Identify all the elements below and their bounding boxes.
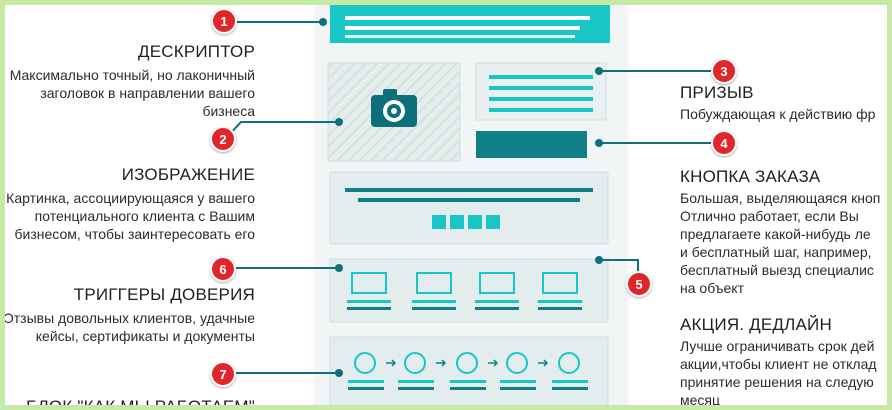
descriptor-text: ДЕСКРИПТОР Максимально точный, но лакони… bbox=[10, 42, 255, 120]
image-line: Картинка, ассоциирующаяся у вашего bbox=[6, 190, 255, 206]
descriptor-heading: ДЕСКРИПТОР bbox=[138, 42, 255, 61]
step-circle bbox=[500, 352, 536, 390]
promo-heading: АКЦИЯ. ДЕДЛАЙН bbox=[680, 315, 832, 334]
badge-7: 7 bbox=[210, 361, 236, 387]
trigger-card bbox=[412, 272, 456, 310]
step-circle bbox=[348, 352, 384, 390]
badge-2: 2 bbox=[210, 126, 236, 152]
how-block bbox=[329, 336, 609, 405]
promo-line: принятие решения на следую bbox=[680, 374, 874, 390]
order-button-text: КНОПКА ЗАКАЗА Большая, выделяющаяся кноп… bbox=[680, 167, 880, 297]
step-circle bbox=[552, 352, 588, 390]
badge-5: 5 bbox=[626, 271, 652, 297]
camera-icon bbox=[371, 89, 417, 127]
badge-3: 3 bbox=[711, 58, 737, 84]
connector-dot bbox=[335, 264, 343, 272]
connector-dot bbox=[319, 18, 327, 26]
header-block bbox=[330, 5, 610, 43]
call-heading: ПРИЗЫВ bbox=[680, 83, 754, 102]
image-line: потенциального клиента с Вашим bbox=[34, 208, 255, 224]
badge-6: 6 bbox=[210, 256, 236, 282]
order-button-line: бесплатный выезд специалис bbox=[680, 262, 874, 278]
promo-line: акции,чтобы клиент не отклад bbox=[680, 356, 877, 372]
promo-line: Лучше ограничивать срок дей bbox=[680, 338, 875, 354]
how-heading: БЛОК "КАК МЫ РАБОТАЕМ" bbox=[26, 397, 255, 410]
image-heading: ИЗОБРАЖЕНИЕ bbox=[121, 165, 255, 184]
promo-text: АКЦИЯ. ДЕДЛАЙН Лучше ограничивать срок д… bbox=[680, 315, 877, 408]
order-button-shape bbox=[476, 131, 587, 158]
badge-4: 4 bbox=[711, 130, 737, 156]
order-button-line: предлагаете какой-нибудь ле bbox=[680, 226, 871, 242]
arrow-right-icon bbox=[538, 359, 549, 367]
step-circle bbox=[450, 352, 486, 390]
order-button-line: и бесплатный шаг, например, bbox=[680, 244, 872, 260]
promo-line: месяц bbox=[680, 392, 721, 408]
order-button-line: на объект bbox=[680, 280, 744, 296]
image-line: бизнесом, чтобы заинтересовать его bbox=[14, 226, 255, 242]
descriptor-line: заголовок в направлении вашего bbox=[40, 85, 255, 101]
trigger-card bbox=[347, 272, 391, 310]
triggers-line: кейсы, сертификаты и документы bbox=[35, 328, 255, 344]
connector-dots bbox=[319, 18, 603, 377]
descriptor-line: бизнеса bbox=[202, 103, 255, 119]
triggers-line: Отзывы довольных клиентов, удачные bbox=[2, 310, 255, 326]
connector-dot bbox=[335, 369, 343, 377]
triggers-text: ТРИГГЕРЫ ДОВЕРИЯ Отзывы довольных клиент… bbox=[2, 285, 255, 345]
call-text: ПРИЗЫВ Побуждающая к действию фр bbox=[680, 83, 875, 123]
connector-dot bbox=[595, 256, 603, 264]
order-button-heading: КНОПКА ЗАКАЗА bbox=[680, 167, 821, 186]
call-line: Побуждающая к действию фр bbox=[680, 106, 876, 122]
badge-1: 1 bbox=[211, 8, 237, 34]
promo-block bbox=[329, 171, 609, 245]
call-block bbox=[475, 62, 607, 121]
mockup-drawing bbox=[226, 5, 713, 405]
order-button-line: Отлично работает, если Вы bbox=[680, 208, 859, 224]
step-circle bbox=[398, 352, 434, 390]
order-button-line: Большая, выделяющаяся кноп bbox=[680, 190, 881, 206]
arrow-right-icon bbox=[436, 359, 447, 367]
how-text: БЛОК "КАК МЫ РАБОТАЕМ" bbox=[26, 397, 255, 410]
connector-dot bbox=[595, 67, 603, 75]
trigger-card bbox=[475, 272, 519, 310]
connector-dot bbox=[335, 118, 343, 126]
connector-2 bbox=[226, 121, 339, 138]
image-block bbox=[327, 62, 461, 162]
descriptor-line: Максимально точный, но лаконичный bbox=[9, 67, 255, 83]
trigger-card bbox=[538, 272, 582, 310]
connector-dot bbox=[595, 139, 603, 147]
triggers-heading: ТРИГГЕРЫ ДОВЕРИЯ bbox=[73, 285, 255, 304]
arrow-right-icon bbox=[488, 359, 499, 367]
triggers-block bbox=[329, 258, 609, 323]
image-text: ИЗОБРАЖЕНИЕ Картинка, ассоциирующаяся у … bbox=[6, 165, 255, 243]
arrow-right-icon bbox=[386, 359, 397, 367]
